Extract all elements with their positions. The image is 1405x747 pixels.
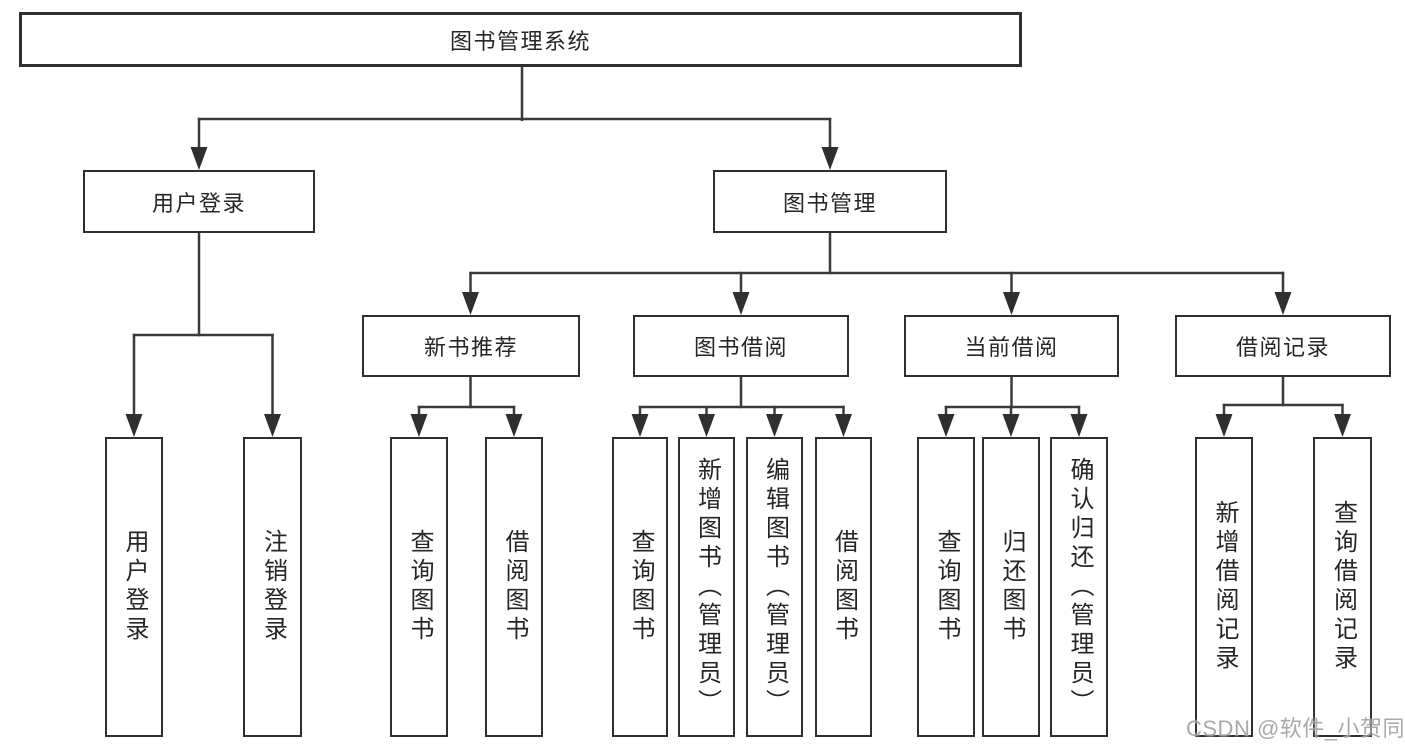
node-user-login-label: 用户登录 (151, 190, 246, 216)
leaf-query-books-current: 查询图书 (917, 437, 975, 737)
leaf-query-books-recommend: 查询图书 (390, 437, 448, 737)
leaf-query-books-current-label: 查询图书 (933, 529, 960, 645)
leaf-borrow-books-recommend-label: 借阅图书 (501, 529, 528, 645)
node-new-book-recommendation: 新书推荐 (362, 315, 580, 377)
leaf-add-borrowing-record: 新增借阅记录 (1195, 437, 1253, 737)
node-library-management-system: 图书管理系统 (19, 12, 1022, 67)
arrowhead-icons (125, 147, 1351, 437)
node-new-book-recommendation-label: 新书推荐 (423, 335, 518, 360)
node-book-borrowing: 图书借阅 (633, 315, 849, 377)
watermark: CSDN @软件_小贺同学 (1186, 716, 1405, 741)
leaf-query-borrowing-record-label: 查询借阅记录 (1329, 500, 1357, 674)
leaf-add-books-admin-label: 新增图书（管理员） (693, 456, 721, 718)
node-borrowing-records-label: 借阅记录 (1235, 335, 1330, 360)
leaf-logout-login-label: 注销登录 (259, 529, 287, 645)
node-library-management-system-label: 图书管理系统 (449, 28, 591, 54)
node-current-borrowing-label: 当前借阅 (964, 335, 1059, 360)
node-book-management-label: 图书管理 (782, 190, 877, 216)
leaf-confirm-return-admin: 确认归还（管理员） (1050, 437, 1108, 737)
leaf-borrow-books-borrowing-label: 借阅图书 (830, 529, 858, 645)
node-current-borrowing: 当前借阅 (904, 315, 1119, 377)
leaf-edit-books-admin: 编辑图书（管理员） (746, 437, 803, 737)
leaf-add-books-admin: 新增图书（管理员） (678, 437, 735, 737)
leaf-confirm-return-admin-label: 确认归还（管理员） (1066, 456, 1093, 718)
leaf-user-login: 用户登录 (105, 437, 163, 737)
leaf-user-login-label: 用户登录 (121, 529, 148, 645)
leaf-query-books-recommend-label: 查询图书 (406, 529, 433, 645)
node-borrowing-records: 借阅记录 (1175, 315, 1391, 377)
leaf-add-borrowing-record-label: 新增借阅记录 (1211, 500, 1238, 674)
leaf-edit-books-admin-label: 编辑图书（管理员） (761, 456, 789, 718)
node-user-login: 用户登录 (83, 170, 315, 233)
node-book-borrowing-label: 图书借阅 (693, 335, 788, 360)
leaf-return-books-label: 归还图书 (998, 529, 1025, 645)
leaf-logout-login: 注销登录 (243, 437, 302, 737)
leaf-borrow-books-recommend: 借阅图书 (485, 437, 543, 737)
leaf-query-books-borrowing-label: 查询图书 (627, 529, 654, 645)
leaf-return-books: 归还图书 (982, 437, 1040, 737)
leaf-query-books-borrowing: 查询图书 (612, 437, 668, 737)
leaf-borrow-books-borrowing: 借阅图书 (815, 437, 872, 737)
leaf-query-borrowing-record: 查询借阅记录 (1313, 437, 1372, 737)
node-book-management: 图书管理 (713, 170, 947, 233)
